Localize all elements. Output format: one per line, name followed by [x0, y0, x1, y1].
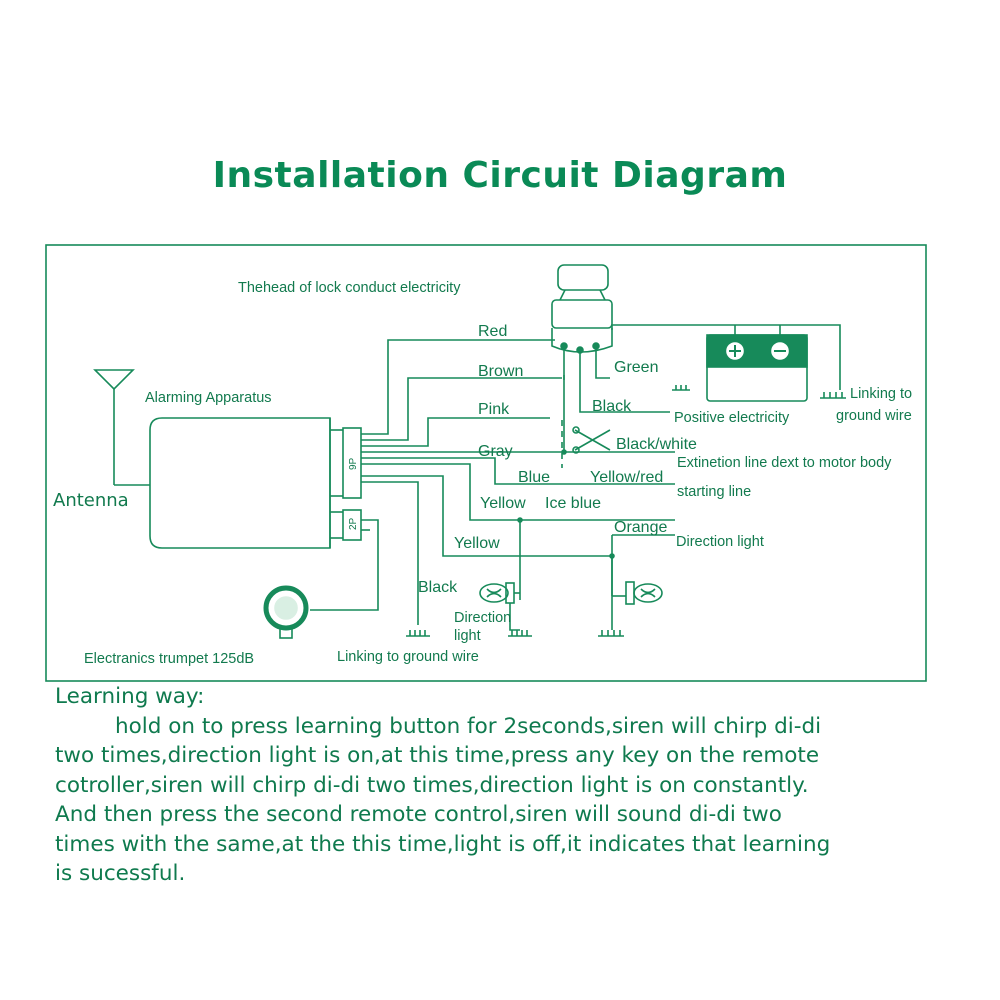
siren-trumpet-icon	[263, 585, 309, 639]
wire-black-white-label: Black/white	[616, 436, 697, 453]
learning-line: cotroller,siren will chirp di-di two tim…	[55, 772, 809, 798]
learning-heading: Learning way:	[55, 684, 205, 709]
trumpet-label: Electranics trumpet 125dB	[84, 651, 254, 667]
extinction-label: Extinetion line dext to motor body	[677, 455, 892, 471]
wire-yellow-top-label: Yellow	[480, 495, 526, 512]
wire-orange-label: Orange	[614, 519, 667, 536]
ground-icon	[672, 385, 690, 391]
diagram-frame	[45, 244, 927, 682]
wire-ice-blue-label: Ice blue	[545, 495, 601, 512]
wire-red-label: Red	[478, 323, 507, 340]
learning-line: And then press the second remote control…	[55, 802, 782, 827]
ground-right-label-1: Linking to	[850, 386, 912, 402]
direction-right-label: Direction light	[676, 534, 764, 550]
wire-black-left-label: Black	[418, 579, 458, 596]
connector-2p-label: 2P	[348, 517, 359, 530]
wire-gray-label: Gray	[478, 443, 513, 460]
wire-yellow-red-label: Yellow/red	[590, 469, 663, 486]
ignition-lock-icon	[551, 264, 613, 354]
learning-line: hold on to press learning button for 2se…	[115, 713, 822, 739]
page-title: Installation Circuit Diagram	[212, 155, 788, 196]
direction-left-label-2: light	[454, 628, 481, 644]
direction-left-label-1: Direction	[454, 610, 511, 626]
ground-icon	[406, 630, 430, 637]
connector-2p	[342, 509, 362, 541]
learning-line: two times,direction light is on,at this …	[55, 743, 820, 768]
ground-icon	[598, 630, 624, 637]
wire-pink-label: Pink	[478, 401, 510, 418]
direction-light-icon	[479, 582, 520, 631]
alarm-label: Alarming Apparatus	[145, 390, 272, 406]
lock-label: Thehead of lock conduct electricity	[238, 280, 461, 296]
ground-icon	[820, 392, 846, 399]
learning-line: is sucessful.	[55, 861, 186, 886]
wire-brown-label: Brown	[478, 363, 523, 380]
antenna-icon	[93, 369, 150, 486]
starting-label: starting line	[677, 484, 751, 500]
wire-blue-label: Blue	[518, 469, 550, 486]
alarm-apparatus-box	[149, 417, 331, 549]
battery-icon	[706, 334, 808, 402]
wire-yellow-bottom-label: Yellow	[454, 535, 500, 552]
ground-icon	[508, 630, 532, 637]
wire-green-label: Green	[614, 359, 658, 376]
learning-line: times with the same,at the this time,lig…	[55, 831, 831, 857]
circuit-diagram: Thehead of lock conduct electricity Alar…	[45, 244, 927, 682]
direction-light-icon	[611, 581, 663, 630]
antenna-label: Antenna	[53, 490, 129, 511]
connector-9p-label: 9P	[348, 457, 359, 470]
connector-9p	[342, 427, 362, 499]
cut-wire-icon	[572, 426, 611, 454]
wire-black-lock-label: Black	[592, 398, 632, 415]
learning-instructions: Learning way: hold on to press learning …	[55, 682, 955, 889]
positive-label: Positive electricity	[674, 410, 790, 426]
ground-right-label-2: ground wire	[836, 408, 912, 424]
ground-bottom-label: Linking to ground wire	[337, 649, 479, 665]
